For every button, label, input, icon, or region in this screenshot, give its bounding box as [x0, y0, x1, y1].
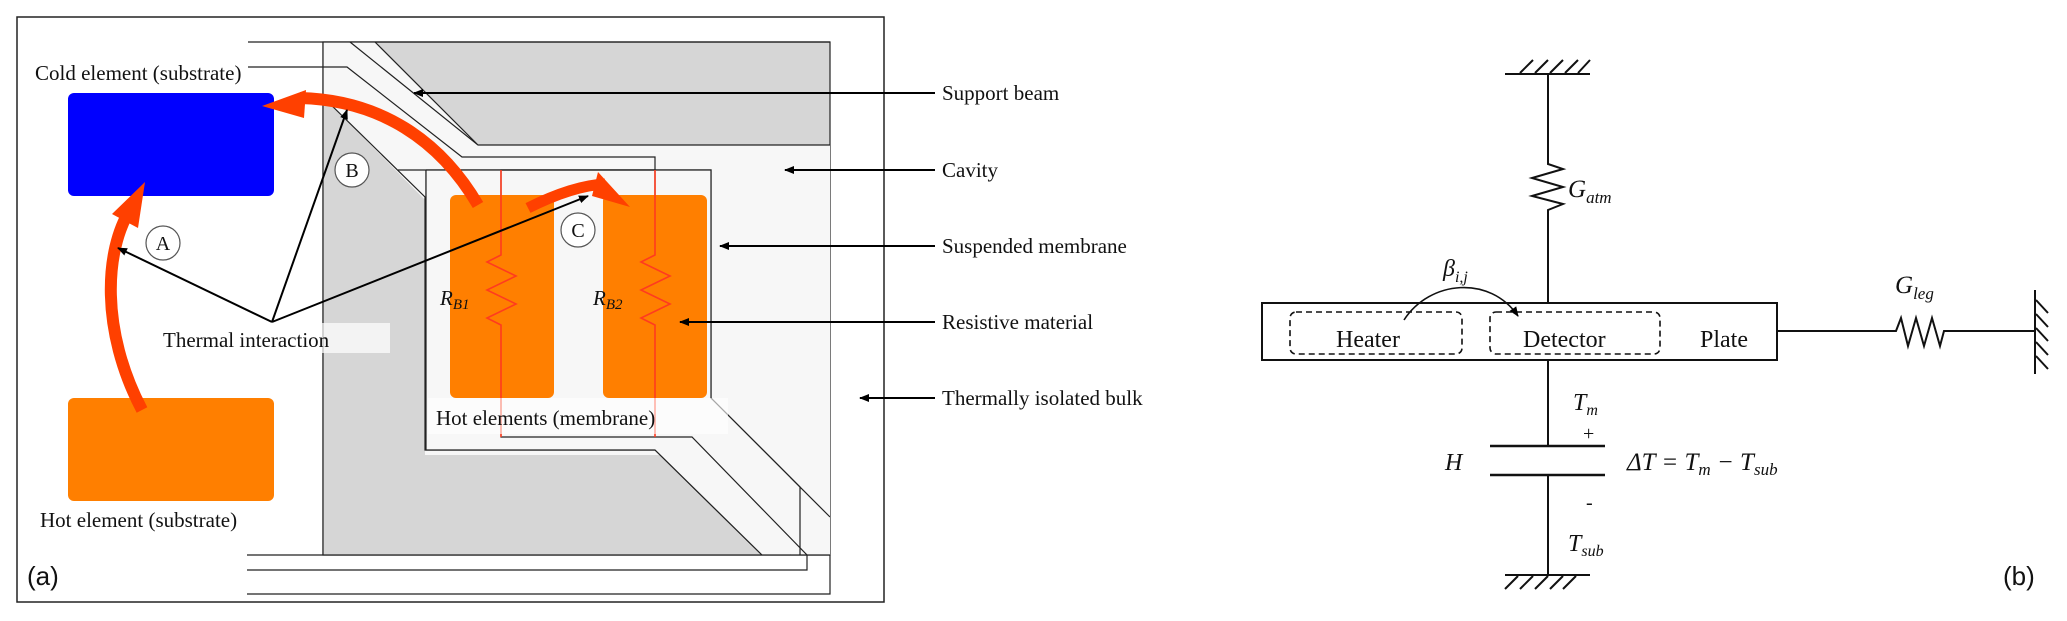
marker-c-circle: [560, 212, 596, 248]
g-atm-resistor: [1528, 74, 1567, 303]
thermal-interaction-pointers: [117, 109, 589, 323]
marker-b: B: [345, 160, 358, 182]
hot-element-label: Hot element (substrate): [40, 508, 237, 532]
t-m-label: Tm: [1573, 390, 1598, 419]
thermal-interaction-bg: [160, 323, 390, 353]
callout-suspended-membrane: Suspended membrane: [942, 234, 1127, 258]
delta-t-equation: ΔT = Tm − Tsub: [1626, 449, 1778, 479]
marker-c: C: [571, 220, 584, 242]
heater-label: Heater: [1336, 327, 1400, 353]
heat-flow-arrow-a: [104, 206, 148, 413]
beta-label: βi,j: [1442, 256, 1468, 286]
panel-a-frame: [16, 16, 885, 603]
thermal-interaction-label: Thermal interaction: [163, 328, 330, 352]
hot-elements-membrane-bg: [428, 398, 728, 434]
cold-element-label: Cold element (substrate): [35, 61, 241, 85]
callout-resistive-material: Resistive material: [942, 310, 1093, 334]
suspended-membrane-outline: [425, 170, 763, 556]
marker-a-circle: [145, 225, 181, 261]
cold-element: [68, 93, 274, 196]
callout-lines: [413, 89, 935, 402]
beta-coupling-arrow: [1403, 286, 1519, 321]
panel-b: Gatm Heater Detector Plate βi,j Gleg: [1261, 59, 2049, 591]
t-sub-label: Tsub: [1568, 531, 1604, 560]
support-beam-edge: [349, 41, 830, 146]
heat-flow-arrowhead-c: [592, 172, 630, 207]
plate-label: Plate: [1700, 327, 1748, 353]
g-leg-label: Gleg: [1895, 272, 1934, 303]
heat-flow-arrowhead-a: [112, 182, 145, 228]
detector-label: Detector: [1523, 327, 1606, 353]
marker-a: A: [156, 233, 171, 255]
panel-a: A B C Cold element (substrate) Hot eleme…: [16, 16, 1143, 603]
plus-sign: +: [1583, 423, 1594, 445]
callout-support-beam: Support beam: [942, 81, 1059, 105]
resistor-rb2: [639, 170, 672, 437]
hot-element-substrate: [68, 398, 274, 501]
h-label: H: [1444, 450, 1464, 476]
marker-b-circle: [334, 152, 370, 188]
resistor-rb1: [485, 170, 518, 437]
cavity-bottom-block: [323, 455, 790, 555]
panel-b-tag: (b): [2003, 561, 2035, 591]
g-leg-resistor: [1777, 314, 2035, 350]
ground-right-icon: [2034, 290, 2049, 374]
heat-flow-arrowhead-b: [262, 90, 306, 118]
callout-thermally-isolated-bulk: Thermally isolated bulk: [942, 386, 1143, 410]
ground-top-icon: [1505, 59, 1591, 75]
panel-a-tag: (a): [27, 561, 59, 591]
heat-flow-arrow-b: [299, 92, 484, 209]
bulk-line: [247, 555, 831, 595]
heater-box: [1289, 311, 1463, 355]
hot-elements-membrane-label: Hot elements (membrane): [436, 406, 655, 430]
callout-cavity: Cavity: [942, 158, 998, 182]
g-atm-label: Gatm: [1568, 176, 1612, 207]
rb1-label: RB1: [439, 286, 470, 313]
detector-box: [1489, 311, 1661, 355]
ground-bottom-icon: [1504, 574, 1590, 590]
minus-sign: -: [1586, 492, 1593, 514]
rb2-label: RB2: [592, 286, 623, 313]
